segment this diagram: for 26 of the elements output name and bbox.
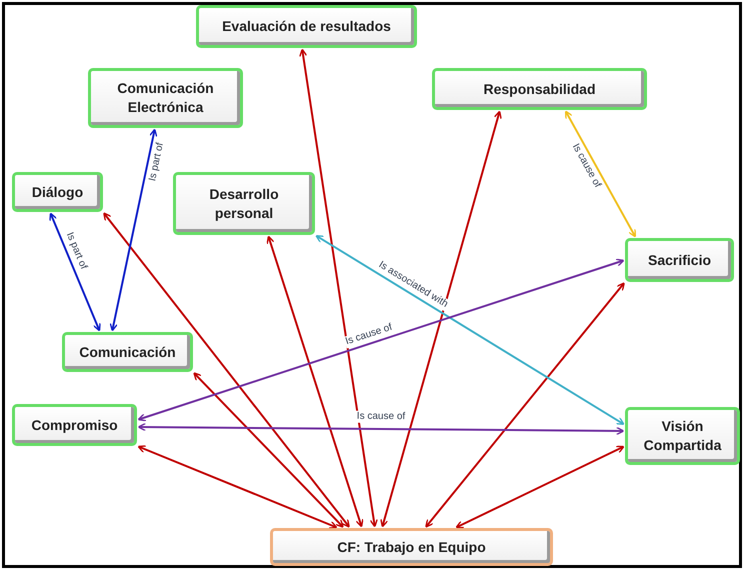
arrow (193, 372, 344, 528)
concept-box: Diálogo (12, 172, 103, 212)
arrow (380, 110, 502, 528)
arrow (299, 48, 378, 528)
arrow (455, 446, 625, 528)
central-concept-box: CF: Trabajo en Equipo (270, 528, 553, 566)
arrow (138, 422, 624, 436)
concept-box: Responsabilidad (432, 68, 647, 110)
concept-box: Compromiso (12, 404, 137, 446)
arrow (103, 212, 350, 528)
concept-box: Sacrificio (625, 238, 734, 282)
concept-box: Evaluación de resultados (196, 5, 417, 48)
concept-box: Comunicación (62, 332, 193, 372)
concept-box: Visión Compartida (625, 407, 740, 465)
concept-box: Comunicación Electrónica (88, 68, 243, 128)
concept-box: Desarrollo personal (173, 172, 315, 235)
arrow (110, 128, 158, 332)
arrow (315, 234, 625, 426)
edge-label: Is cause of (342, 321, 394, 348)
edge-label: Is cause of (356, 410, 406, 424)
arrow (425, 282, 625, 528)
arrow (49, 212, 101, 332)
arrow (138, 258, 624, 422)
arrow (266, 236, 364, 528)
arrow (138, 445, 338, 529)
arrow (564, 110, 636, 238)
